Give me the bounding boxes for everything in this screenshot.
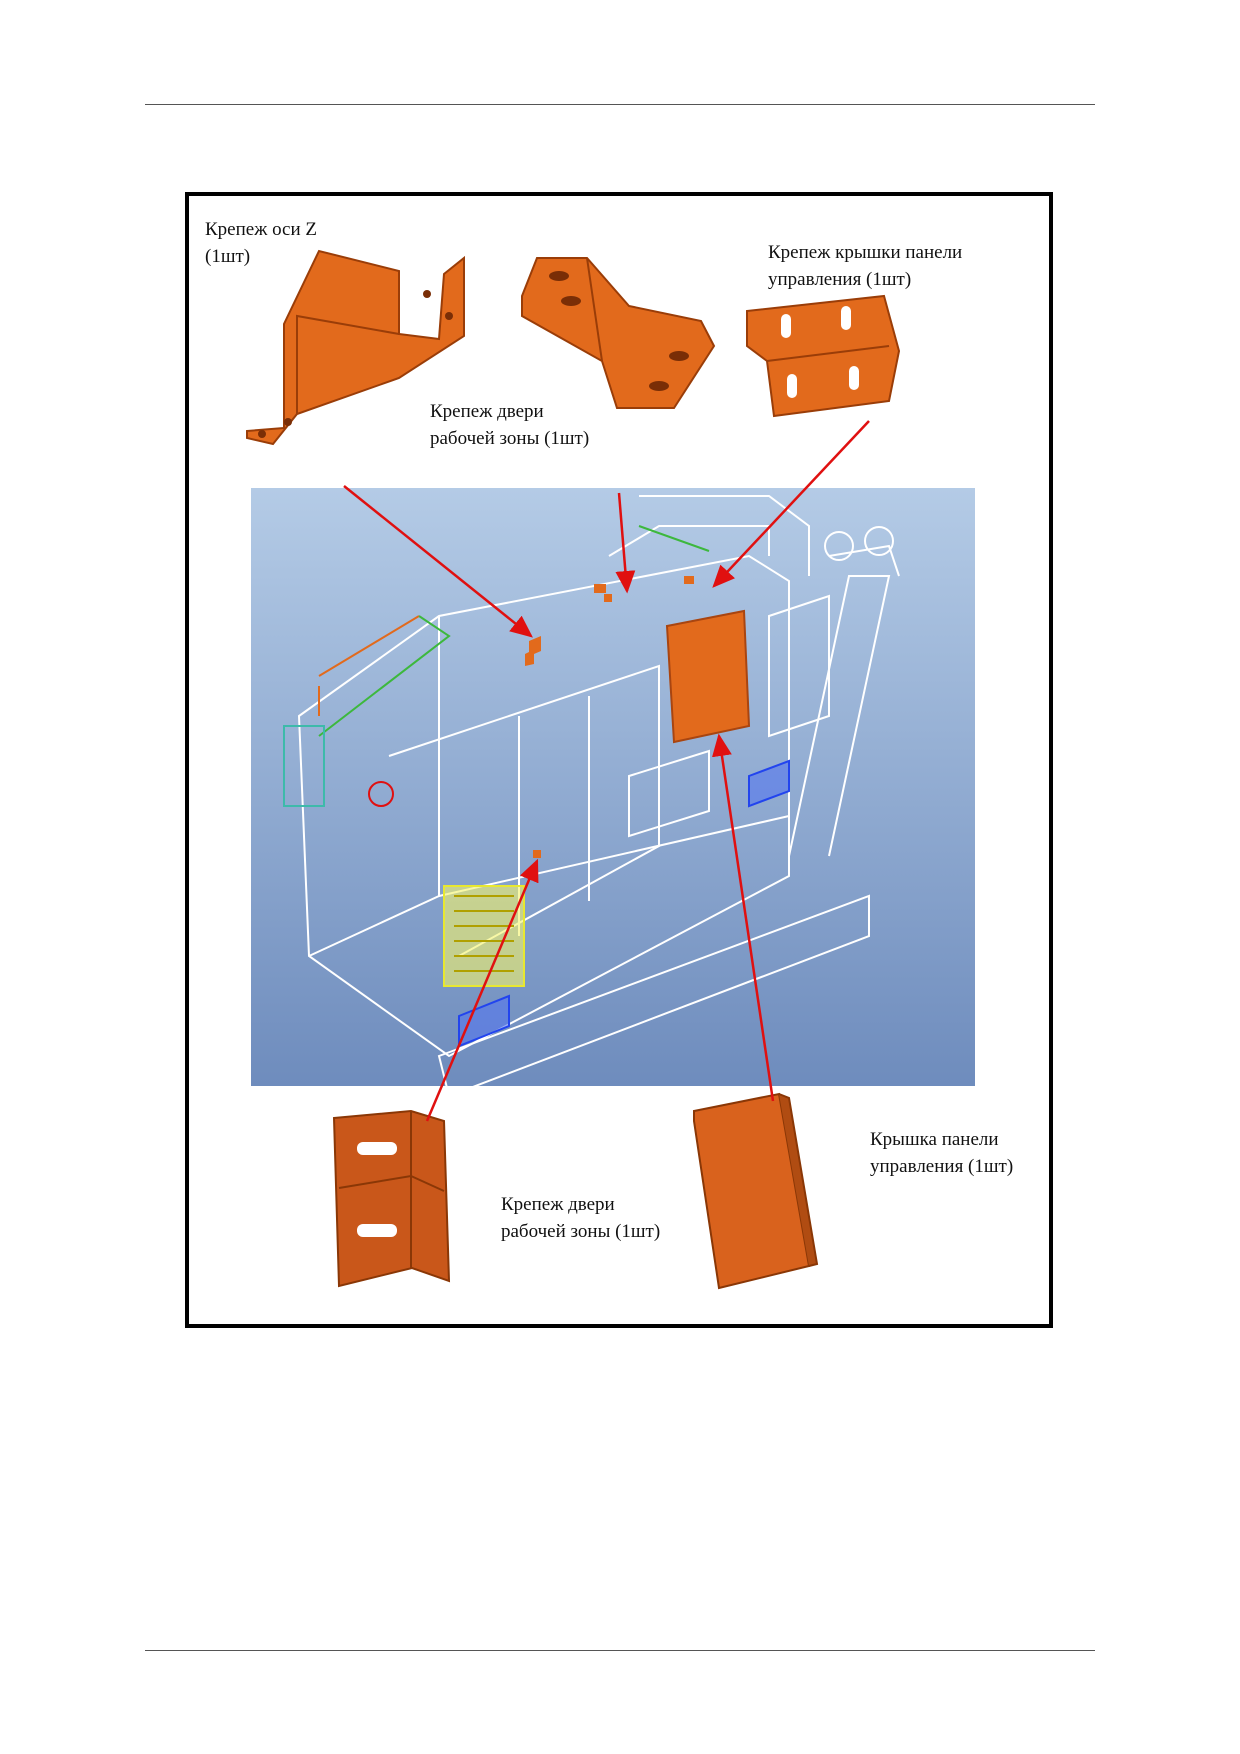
part-door-bracket-bottom	[332, 1109, 451, 1288]
label-door-mount-top: Крепеж двери рабочей зоны (1шт)	[430, 401, 590, 449]
label-panel-cover-mount: Крепеж крышки панели управления (1шт)	[768, 242, 963, 290]
lathe-highlights	[283, 525, 790, 1048]
part-control-panel-cover	[693, 1092, 819, 1290]
machine-render-background	[251, 488, 975, 1086]
label-panel-cover: Крышка панели управления (1шт)	[870, 1129, 1014, 1177]
chip-conveyor	[788, 526, 900, 857]
part-z-axis-bracket	[246, 249, 465, 446]
part-door-bracket-top	[521, 257, 716, 409]
figure-scene	[246, 249, 975, 1290]
part-panel-cover-mount	[746, 294, 901, 418]
callout-arrows	[343, 420, 870, 1122]
label-z-axis-mount: Крепеж оси Z (1шт)	[205, 219, 318, 267]
header-rule	[145, 104, 1095, 105]
footer-rule	[145, 1650, 1095, 1651]
lathe-wireframe	[297, 495, 870, 1098]
label-door-mount-bottom: Крепеж двери рабочей зоны (1шт)	[501, 1194, 661, 1242]
parts-on-machine	[525, 576, 751, 858]
figure-frame: Крепеж оси Z (1шт) Крепеж крышки панели …	[185, 192, 1053, 1328]
